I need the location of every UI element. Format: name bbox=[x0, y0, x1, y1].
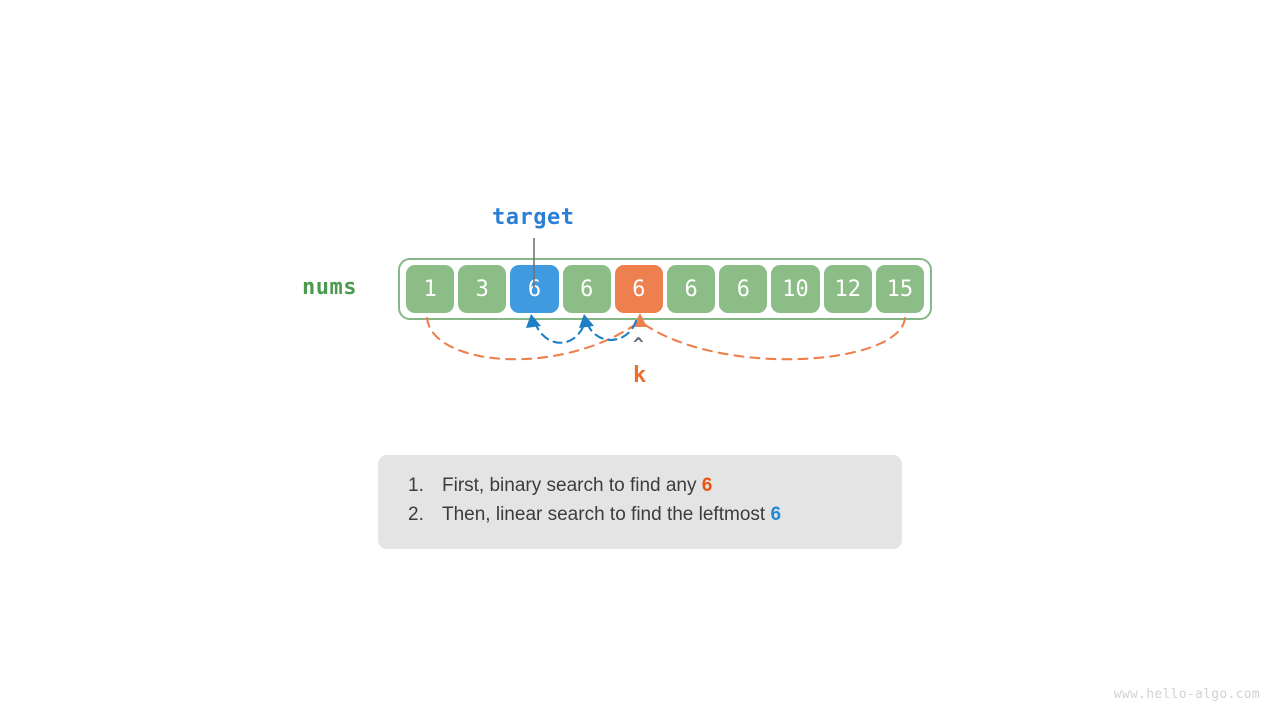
binary-search-arc-right bbox=[639, 316, 907, 361]
linear-scan-arc-2 bbox=[535, 325, 585, 344]
nums-label: nums bbox=[302, 275, 357, 300]
caption-item-2: 2. Then, linear search to find the leftmo… bbox=[408, 501, 872, 530]
array-cell-2: 6 bbox=[510, 265, 559, 313]
array-cell-6: 6 bbox=[719, 265, 768, 313]
caption-item-number: 1. bbox=[408, 475, 424, 496]
caption-highlight-value: 6 bbox=[770, 503, 782, 525]
caption-list: 1. First, binary search to find any 6 2. Th… bbox=[408, 472, 872, 530]
linear-scan-arc-1 bbox=[587, 319, 638, 341]
array-cell-4: 6 bbox=[614, 265, 664, 313]
binary-search-arc-left bbox=[425, 316, 641, 361]
array-cell-0: 1 bbox=[406, 265, 455, 313]
caption-highlight-value: 6 bbox=[701, 475, 713, 496]
array-cell-8: 12 bbox=[823, 265, 872, 313]
caption-box: 1. First, binary search to find any 6 2. Th… bbox=[378, 455, 902, 549]
array-cell-9: 15 bbox=[875, 265, 925, 313]
pointer-caret-icon: ^ bbox=[633, 334, 644, 355]
array-cell-1: 3 bbox=[458, 265, 507, 313]
caption-item-text: First, binary search to find any 6 bbox=[442, 475, 713, 496]
target-label: target bbox=[492, 205, 575, 230]
pointer-k-label: k bbox=[633, 363, 647, 388]
array-cell-5: 6 bbox=[667, 265, 716, 313]
array-cell-7: 10 bbox=[771, 265, 820, 313]
array-cell-3: 6 bbox=[562, 265, 611, 313]
caption-item-number: 2. bbox=[408, 503, 424, 525]
caption-item-1: 1. First, binary search to find any 6 bbox=[408, 472, 872, 501]
watermark: www.hello-algo.com bbox=[1113, 687, 1260, 702]
caption-item-text: Then, linear search to find the leftmost… bbox=[442, 503, 782, 525]
